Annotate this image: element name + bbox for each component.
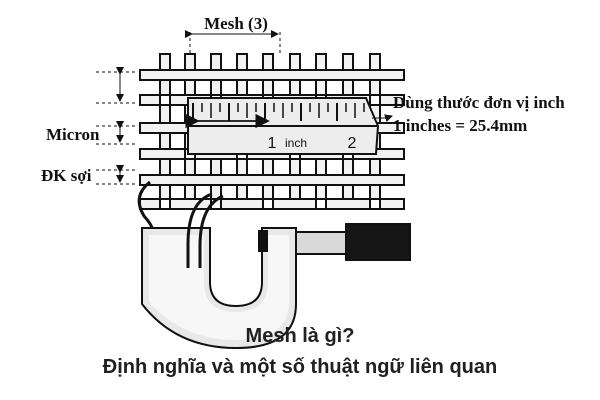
micrometer-anvil	[258, 230, 268, 252]
caption-subtitle: Định nghĩa và một số thuật ngữ liên quan	[102, 356, 498, 378]
ruler-note-line-1: Dùng thước đơn vị inch	[393, 93, 565, 112]
ruler-tick-2-label: 2	[348, 135, 357, 152]
micron-label: Micron	[46, 125, 100, 144]
micrometer-caliper	[141, 223, 411, 350]
inch-ruler: 1 inch 2	[185, 97, 380, 155]
ruler-note-line-2: 1 inches = 25.4mm	[393, 116, 527, 135]
dimension-guides	[96, 30, 393, 185]
ruler-tick-1-label: 1	[268, 135, 277, 152]
ruler-unit-label: inch	[285, 136, 307, 150]
micrometer-spindle	[295, 231, 347, 255]
wire-diameter-label: ĐK sợi	[41, 166, 92, 185]
micrometer-thimble	[345, 223, 411, 261]
caption-title: Mesh là gì?	[245, 325, 355, 347]
mesh-label: Mesh (3)	[204, 14, 268, 33]
